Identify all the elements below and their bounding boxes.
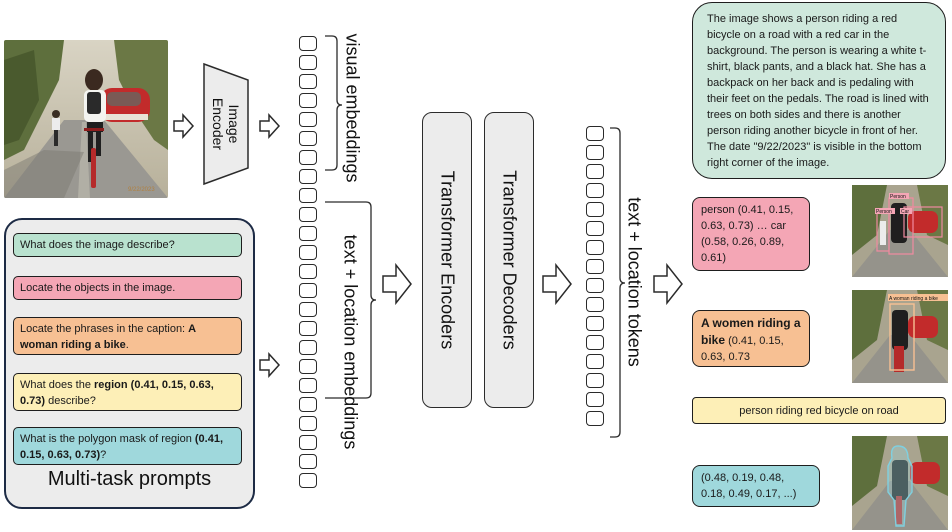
transformer-decoders-label: Transformer Decoders bbox=[499, 170, 520, 350]
output-token bbox=[586, 145, 604, 160]
det-label-person-2: Person bbox=[876, 209, 892, 215]
output-token bbox=[586, 297, 604, 312]
polygon-thumbnail bbox=[852, 436, 948, 530]
prompt-polygon-mask: What is the polygon mask of region (0.41… bbox=[13, 427, 242, 465]
text-location-tokens-label: text + location tokens bbox=[624, 197, 645, 367]
arrow-photo-to-encoder bbox=[173, 113, 195, 139]
det-label-car: Car bbox=[901, 209, 909, 215]
output-token bbox=[586, 164, 604, 179]
embedding-token bbox=[299, 435, 317, 450]
output-region-caption: person riding red bicycle on road bbox=[692, 397, 946, 424]
embedding-token bbox=[299, 131, 317, 146]
det-label-person-1: Person bbox=[890, 194, 906, 200]
embedding-token bbox=[299, 207, 317, 222]
photo-date-watermark: 9/22/2023 bbox=[128, 187, 155, 193]
ground-label: A woman riding a bike bbox=[889, 296, 938, 302]
output-token bbox=[586, 392, 604, 407]
output-token bbox=[586, 316, 604, 331]
output-caption: The image shows a person riding a red bi… bbox=[692, 2, 946, 179]
embedding-token bbox=[299, 454, 317, 469]
image-encoder-block bbox=[203, 62, 249, 186]
transformer-decoders-block bbox=[484, 112, 534, 408]
embedding-token bbox=[299, 188, 317, 203]
output-detection: person (0.41, 0.15, 0.63, 0.73) … car (0… bbox=[692, 197, 810, 271]
output-token bbox=[586, 354, 604, 369]
embedding-token bbox=[299, 340, 317, 355]
arrow-prompts-to-text bbox=[259, 352, 281, 378]
embedding-token bbox=[299, 150, 317, 165]
transformer-encoders-label: Transformer Encoders bbox=[437, 170, 458, 350]
embedding-token bbox=[299, 359, 317, 374]
visual-embeddings-brace bbox=[325, 35, 343, 171]
output-token bbox=[586, 221, 604, 236]
prompt-detection: Locate the objects in the image. bbox=[13, 276, 242, 300]
arrow-decoder-to-tokens bbox=[542, 262, 572, 306]
prompt-phrase-grounding: Locate the phrases in the caption: A wom… bbox=[13, 317, 242, 355]
output-token-column bbox=[586, 126, 604, 430]
prompt-region-caption: What does the region (0.41, 0.15, 0.63, … bbox=[13, 373, 242, 411]
embedding-token bbox=[299, 74, 317, 89]
multi-task-prompts-title: Multi-task prompts bbox=[47, 468, 212, 490]
multi-task-prompts-panel: What does the image describe? Locate the… bbox=[4, 218, 255, 509]
visual-embeddings-label: visual embeddings bbox=[342, 33, 363, 183]
detection-thumbnail: Person Person Car bbox=[852, 185, 948, 277]
output-polygon: (0.48, 0.19, 0.48, 0.18, 0.49, 0.17, ...… bbox=[692, 465, 820, 507]
output-token bbox=[586, 373, 604, 388]
embedding-token bbox=[299, 321, 317, 336]
embedding-token bbox=[299, 245, 317, 260]
embedding-token bbox=[299, 36, 317, 51]
embedding-token bbox=[299, 112, 317, 127]
output-token bbox=[586, 278, 604, 293]
output-token bbox=[586, 240, 604, 255]
text-embeddings-brace bbox=[325, 201, 377, 399]
output-token bbox=[586, 259, 604, 274]
output-tokens-brace bbox=[610, 127, 626, 438]
text-location-embeddings-label: text + location embeddings bbox=[340, 234, 361, 450]
output-token bbox=[586, 202, 604, 217]
arrow-embeddings-to-encoder bbox=[382, 262, 412, 306]
embedding-token bbox=[299, 55, 317, 70]
output-token bbox=[586, 335, 604, 350]
embedding-token bbox=[299, 93, 317, 108]
embedding-token bbox=[299, 283, 317, 298]
embedding-token bbox=[299, 169, 317, 184]
output-token bbox=[586, 411, 604, 426]
transformer-encoders-block bbox=[422, 112, 472, 408]
embedding-token-column bbox=[299, 36, 317, 492]
arrow-tokens-to-outputs bbox=[653, 262, 683, 306]
embedding-token bbox=[299, 397, 317, 412]
arrow-encoder-to-visual bbox=[259, 113, 281, 139]
embedding-token bbox=[299, 416, 317, 431]
embedding-token bbox=[299, 378, 317, 393]
input-photo: 9/22/2023 bbox=[4, 40, 168, 198]
embedding-token bbox=[299, 226, 317, 241]
embedding-token bbox=[299, 302, 317, 317]
grounding-thumbnail: A woman riding a bike bbox=[852, 290, 948, 383]
output-token bbox=[586, 183, 604, 198]
embedding-token bbox=[299, 473, 317, 488]
prompt-caption: What does the image describe? bbox=[13, 233, 242, 257]
embedding-token bbox=[299, 264, 317, 279]
output-token bbox=[586, 126, 604, 141]
output-phrase-grounding: A women riding a bike (0.41, 0.15, 0.63,… bbox=[692, 310, 810, 367]
